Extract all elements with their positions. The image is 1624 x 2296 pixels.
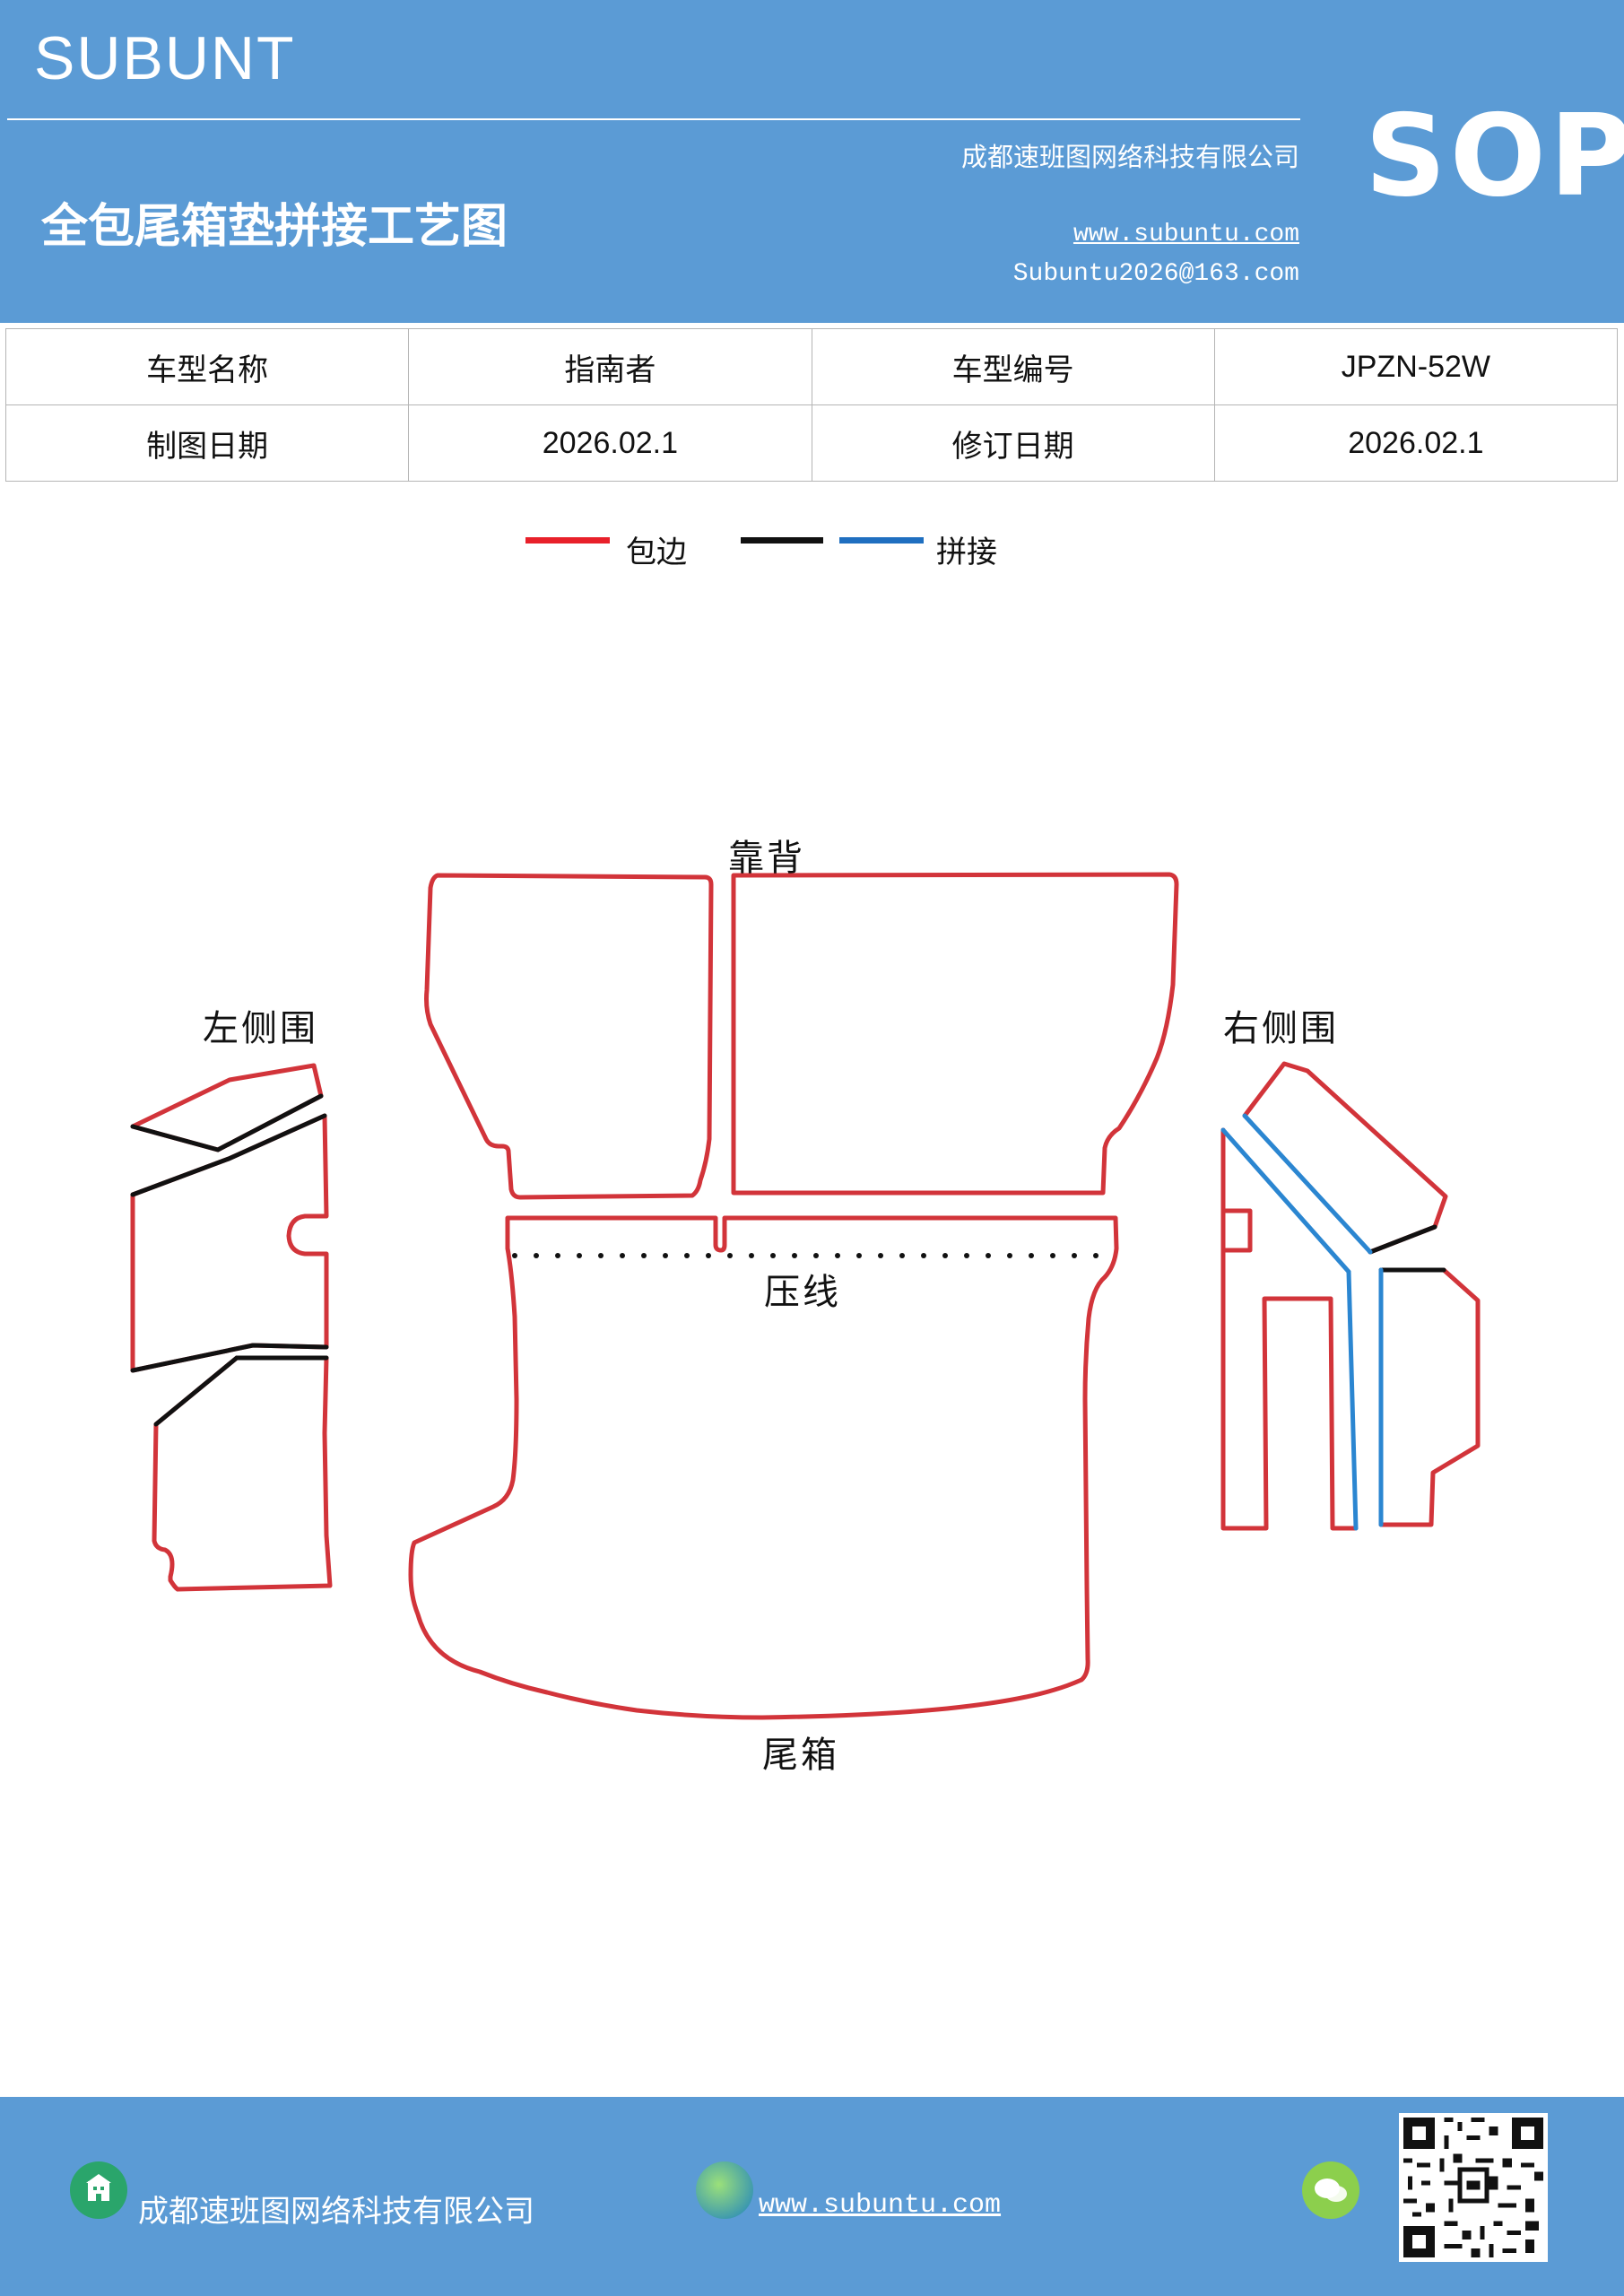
right-side-rear-panel (1378, 1267, 1481, 1527)
join-line-black (130, 1093, 324, 1152)
trunk-panel (408, 1215, 1119, 1720)
label-trunk: 尾箱 (762, 1735, 839, 1776)
header-banner: SUBUNT 全包尾箱垫拼接工艺图 成都速班图网络科技有限公司 www.subu… (0, 0, 1624, 323)
footer-banner: 成都速班图网络科技有限公司 www.subuntu.com (0, 2097, 1624, 2296)
table-cell: JPZN-52W (1213, 328, 1619, 405)
globe-icon (696, 2161, 753, 2219)
legend-swatch-black (741, 537, 823, 544)
table-cell: 2026.02.1 (1213, 404, 1619, 482)
back-right-panel (731, 872, 1179, 1196)
legend-swatch-red (525, 537, 610, 544)
table-cell: 修订日期 (811, 404, 1215, 482)
legend-label-edge: 包边 (626, 535, 687, 570)
label-left-side: 左侧围 (203, 1008, 318, 1049)
left-side-panel-upper (130, 1063, 324, 1152)
join-line-black (153, 1355, 329, 1427)
table-cell: 指南者 (408, 328, 812, 405)
table-cell: 车型编号 (811, 328, 1215, 405)
legend-label-join: 拼接 (936, 535, 997, 570)
table-row: 车型名称 指南者 车型编号 JPZN-52W (4, 328, 1619, 405)
email-address: Subuntu2026@163.com (1012, 260, 1299, 288)
website-link[interactable]: www.subuntu.com (1073, 221, 1299, 248)
label-press-line: 压线 (764, 1272, 841, 1313)
back-left-panel (424, 873, 714, 1200)
join-line-black (130, 1113, 327, 1197)
table-cell: 车型名称 (4, 328, 410, 405)
legend-swatch-blue (839, 537, 924, 544)
brand-logo-text: SUBUNT (34, 24, 296, 92)
wechat-icon (1302, 2161, 1359, 2219)
join-line-black (130, 1343, 329, 1373)
join-line-blue (1220, 1127, 1359, 1531)
legend: 包边 拼接 (0, 520, 1624, 574)
press-line-dots (512, 1253, 1099, 1258)
right-side-outer-panel (1220, 1127, 1359, 1531)
footer-website-link[interactable]: www.subuntu.com (759, 2190, 1002, 2221)
table-cell: 制图日期 (4, 404, 410, 482)
document-title: 全包尾箱垫拼接工艺图 (41, 199, 508, 254)
qr-code (1399, 2113, 1548, 2262)
label-right-side: 右侧围 (1223, 1008, 1339, 1049)
company-name: 成都速班图网络科技有限公司 (960, 142, 1299, 172)
table-row: 制图日期 2026.02.1 修订日期 2026.02.1 (4, 404, 1619, 482)
vehicle-info-table: 车型名称 指南者 车型编号 JPZN-52W 制图日期 2026.02.1 修订… (4, 328, 1619, 482)
left-side-panel-lower (152, 1355, 333, 1592)
table-cell: 2026.02.1 (408, 404, 812, 482)
join-line-black (1368, 1224, 1437, 1255)
header-divider (7, 118, 1300, 120)
join-line-blue (1242, 1113, 1373, 1255)
label-back: 靠背 (728, 838, 805, 879)
building-icon (70, 2161, 127, 2219)
sop-badge: SOP (1365, 90, 1624, 222)
footer-company-name: 成都速班图网络科技有限公司 (138, 2194, 534, 2230)
